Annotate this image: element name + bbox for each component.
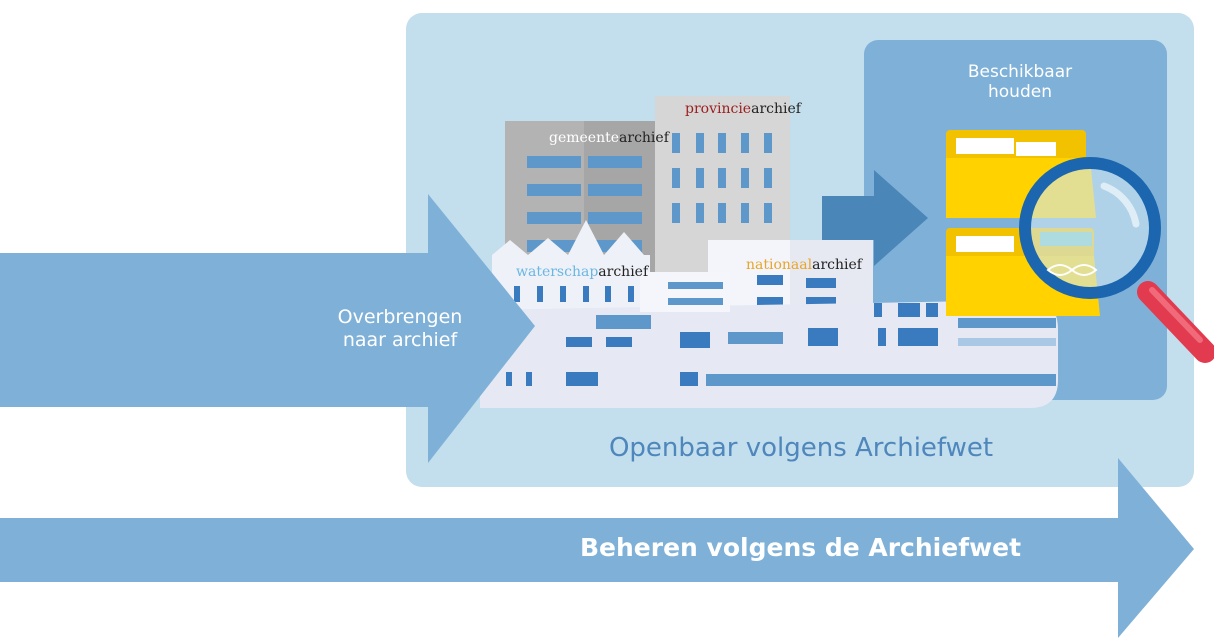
provincie-prefix: provincie bbox=[685, 101, 752, 117]
buildings-illustration bbox=[480, 96, 1058, 408]
waterschap-prefix: waterschap bbox=[516, 264, 599, 280]
beschikbaar-label: Beschikbaar houden bbox=[915, 62, 1125, 102]
gemeentearchief-label: gemeentearchief bbox=[549, 130, 669, 146]
gemeente-suffix: archief bbox=[619, 130, 669, 146]
magnifier-icon bbox=[1019, 157, 1214, 363]
gemeente-prefix: gemeente bbox=[549, 130, 620, 146]
beschikbaar-line2: houden bbox=[988, 82, 1052, 102]
overbrengen-arrow bbox=[0, 194, 535, 463]
accent-arrow bbox=[822, 170, 928, 266]
provincie-suffix: archief bbox=[751, 101, 801, 117]
bottom-arrow bbox=[0, 458, 1194, 638]
overbrengen-line2: naar archief bbox=[342, 329, 458, 351]
waterschaparchief-label: waterschaparchief bbox=[516, 264, 648, 280]
nationaal-prefix: nationaal bbox=[746, 257, 813, 273]
nationaal-suffix: archief bbox=[812, 257, 862, 273]
overbrengen-label: Overbrengen naar archief bbox=[300, 306, 500, 352]
beschikbaar-line1: Beschikbaar bbox=[967, 62, 1073, 82]
provinciearchief-label: provinciearchief bbox=[685, 101, 801, 117]
overbrengen-line1: Overbrengen bbox=[337, 306, 463, 328]
waterschap-suffix: archief bbox=[598, 264, 649, 280]
beheren-label: Beheren volgens de Archiefwet bbox=[580, 533, 1022, 562]
nationaalarchief-label: nationaalarchief bbox=[746, 257, 862, 273]
openbaar-title: Openbaar volgens Archiefwet bbox=[608, 433, 994, 463]
